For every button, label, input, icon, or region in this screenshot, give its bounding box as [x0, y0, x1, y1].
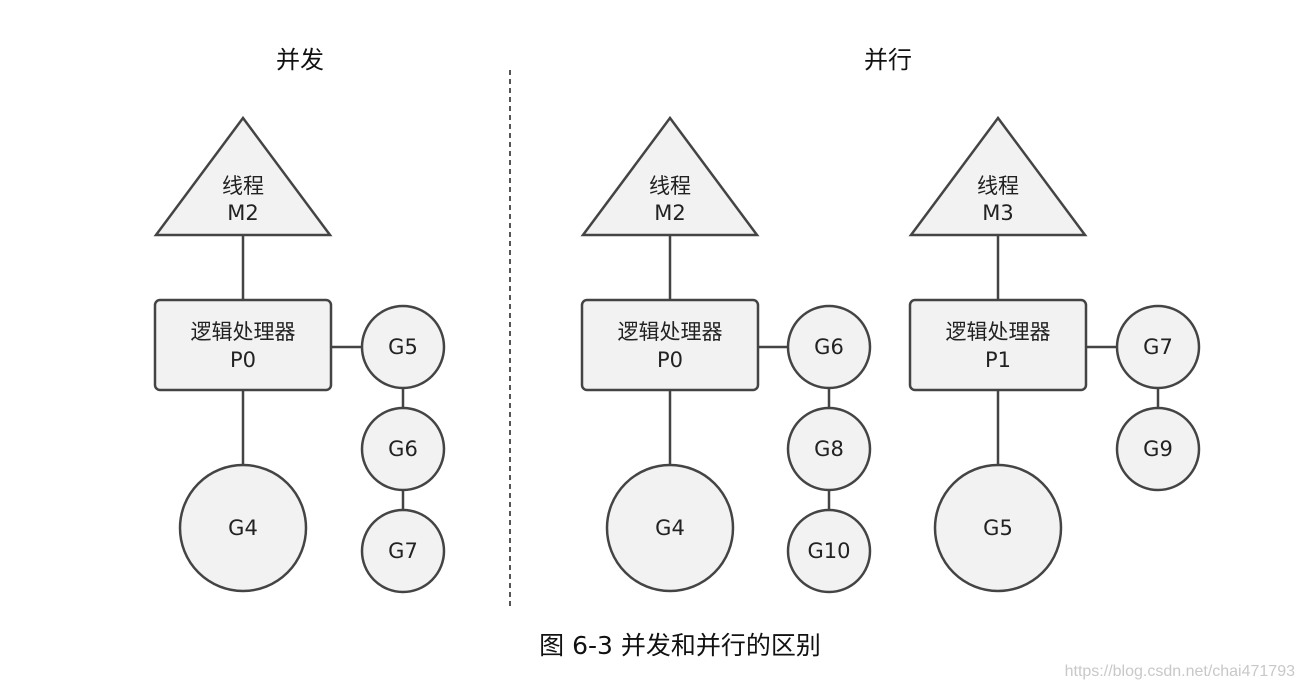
thread-id: M2 [227, 201, 258, 225]
running-goroutine [933, 463, 1063, 593]
queued-goroutine-label: G6 [388, 437, 418, 461]
running-goroutine [178, 463, 308, 593]
queued-goroutine-label: G8 [814, 437, 844, 461]
thread-label: 线程 [222, 174, 264, 198]
thread-triangle [580, 115, 760, 237]
thread-id: M3 [982, 201, 1013, 225]
processor-box [908, 298, 1088, 392]
queued-goroutine-label: G6 [814, 335, 844, 359]
processor-box [153, 298, 333, 392]
queued-goroutine [786, 508, 872, 594]
queued-goroutine-label: G7 [388, 539, 418, 563]
processor-label: 逻辑处理器 [618, 320, 723, 344]
queued-goroutine-label: G5 [388, 335, 418, 359]
queued-goroutine-label: G10 [808, 539, 851, 563]
watermark: https://blog.csdn.net/chai471793 [1065, 663, 1295, 680]
thread-label: 线程 [649, 174, 691, 198]
concurrency-title: 并发 [276, 46, 324, 74]
processor-label: 逻辑处理器 [946, 320, 1051, 344]
processor-id: P0 [657, 348, 683, 372]
queued-goroutine-label: G9 [1143, 437, 1173, 461]
queued-goroutine [1115, 406, 1201, 492]
running-goroutine-label: G4 [655, 516, 685, 540]
processor-box [580, 298, 760, 392]
running-goroutine [605, 463, 735, 593]
running-goroutine-label: G4 [228, 516, 258, 540]
processor-id: P0 [230, 348, 256, 372]
running-goroutine-label: G5 [983, 516, 1013, 540]
thread-triangle [153, 115, 333, 237]
processor-id: P1 [985, 348, 1011, 372]
parallelism-title: 并行 [864, 46, 912, 74]
queued-goroutine [360, 508, 446, 594]
processor-label: 逻辑处理器 [191, 320, 296, 344]
thread-label: 线程 [977, 174, 1019, 198]
queued-goroutine-label: G7 [1143, 335, 1173, 359]
thread-triangle [908, 115, 1088, 237]
figure-caption: 图 6-3 并发和并行的区别 [539, 631, 821, 660]
thread-id: M2 [654, 201, 685, 225]
